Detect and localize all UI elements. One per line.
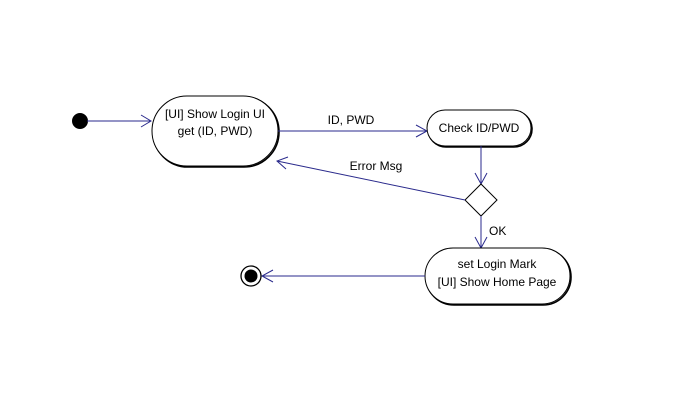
edge-label-error-msg: Error Msg [350,159,403,173]
edge-label-ok: OK [489,224,506,238]
activity-label-line-2: get (ID, PWD) [178,124,253,138]
arrow-head-icon [260,269,274,283]
activity-label-line-1: [UI] Show Login UI [165,107,265,121]
activity-show-home-page[interactable]: set Login Mark [UI] Show Home Page [424,247,572,306]
activity-check-id-pwd[interactable]: Check ID/PWD [426,109,533,148]
initial-node[interactable] [72,113,88,129]
initial-node-dot [72,113,88,129]
final-node[interactable] [240,265,262,287]
arrow-head-icon [276,156,289,170]
arrow-head-icon [140,114,152,128]
edge-label-id-pwd: ID, PWD [328,113,375,127]
decision-diamond [464,183,498,217]
activity-show-login[interactable]: [UI] Show Login UI get (ID, PWD) [151,95,280,168]
activity-shape [426,109,532,147]
edge-line [276,160,466,201]
activity-label-line-1: Check ID/PWD [439,121,520,135]
edge-decision-to-show-login[interactable]: Error Msg [276,156,466,201]
edge-initial-to-show-login[interactable] [87,114,152,128]
edge-decision-to-home[interactable]: OK [474,216,506,250]
decision-node[interactable] [464,183,498,217]
activity-label-line-2: [UI] Show Home Page [438,275,557,289]
edge-show-login-to-check[interactable]: ID, PWD [278,113,429,138]
final-node-dot [244,269,258,283]
activity-label-line-1: set Login Mark [458,257,538,271]
edge-home-to-final[interactable] [260,269,425,283]
edge-check-to-decision[interactable] [474,146,488,186]
